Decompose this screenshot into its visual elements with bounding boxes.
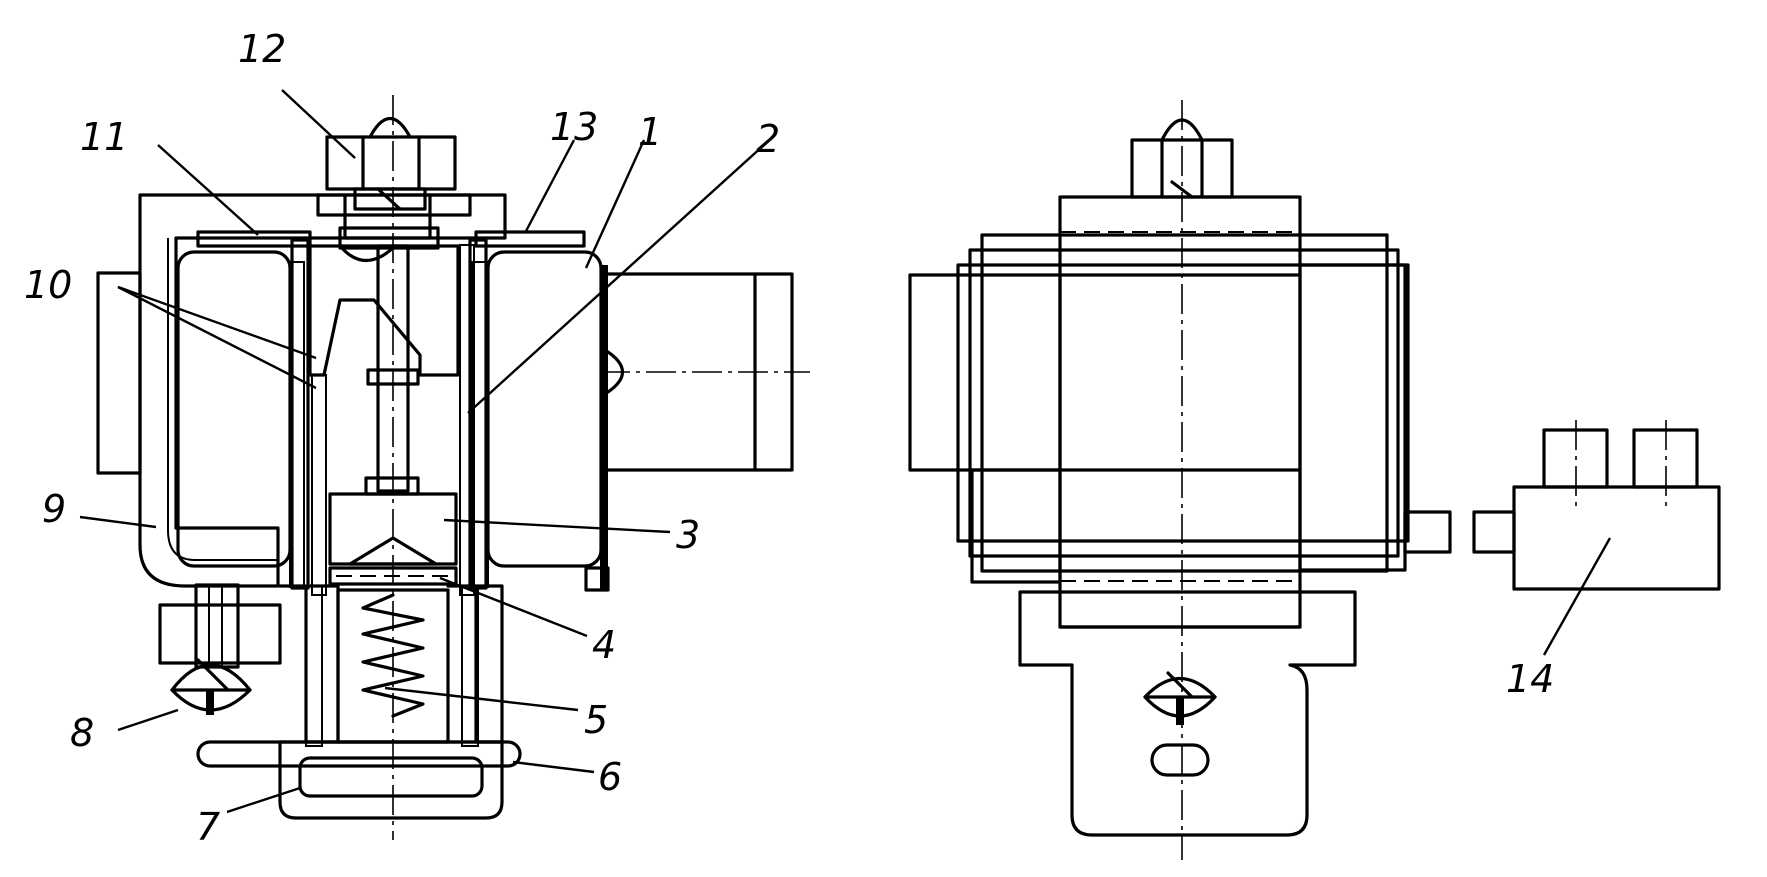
callout-3: 3 bbox=[676, 513, 700, 557]
guide-tube-left bbox=[311, 374, 327, 596]
bottom-cap bbox=[278, 740, 504, 820]
callout-12: 12 bbox=[238, 27, 286, 71]
lower-housing bbox=[278, 584, 340, 744]
callout-8: 8 bbox=[70, 711, 94, 755]
coil-winding-right bbox=[486, 250, 603, 568]
plug-connector bbox=[1472, 420, 1721, 591]
exterior-body bbox=[1058, 195, 1302, 629]
bracket-slot bbox=[1150, 743, 1210, 777]
callout-2: 2 bbox=[756, 117, 780, 161]
terminal-screw bbox=[170, 663, 252, 692]
guide-tube-right bbox=[459, 244, 475, 596]
top-insulation-right bbox=[474, 230, 586, 248]
callout-5: 5 bbox=[584, 698, 608, 742]
callout-1: 1 bbox=[638, 110, 662, 154]
sectional-view bbox=[96, 95, 810, 840]
callout-6: 6 bbox=[598, 755, 622, 799]
callout-4: 4 bbox=[592, 623, 616, 667]
mounting-plate bbox=[96, 271, 142, 475]
callout-14: 14 bbox=[1506, 657, 1554, 701]
callout-9: 9 bbox=[42, 487, 66, 531]
fixed-core bbox=[308, 244, 460, 377]
release-lever bbox=[196, 740, 522, 768]
yoke-frame bbox=[138, 193, 507, 588]
exterior-left-block bbox=[908, 273, 1062, 472]
callout-7: 7 bbox=[196, 805, 220, 849]
callout-11: 11 bbox=[80, 115, 128, 159]
coil-winding-left bbox=[176, 250, 292, 568]
terminal-post bbox=[194, 583, 240, 669]
mounting-bracket bbox=[1018, 590, 1357, 837]
callout-13: 13 bbox=[550, 105, 598, 149]
adjusting-nut bbox=[325, 135, 457, 191]
top-head bbox=[316, 193, 472, 217]
exterior-view bbox=[908, 100, 1452, 860]
callout-10: 10 bbox=[24, 263, 72, 307]
callout-labels: 12 11 13 1 2 10 9 3 4 5 6 7 8 14 bbox=[24, 27, 1554, 849]
plug-body bbox=[1512, 485, 1721, 591]
leader-lines bbox=[79, 89, 1612, 814]
